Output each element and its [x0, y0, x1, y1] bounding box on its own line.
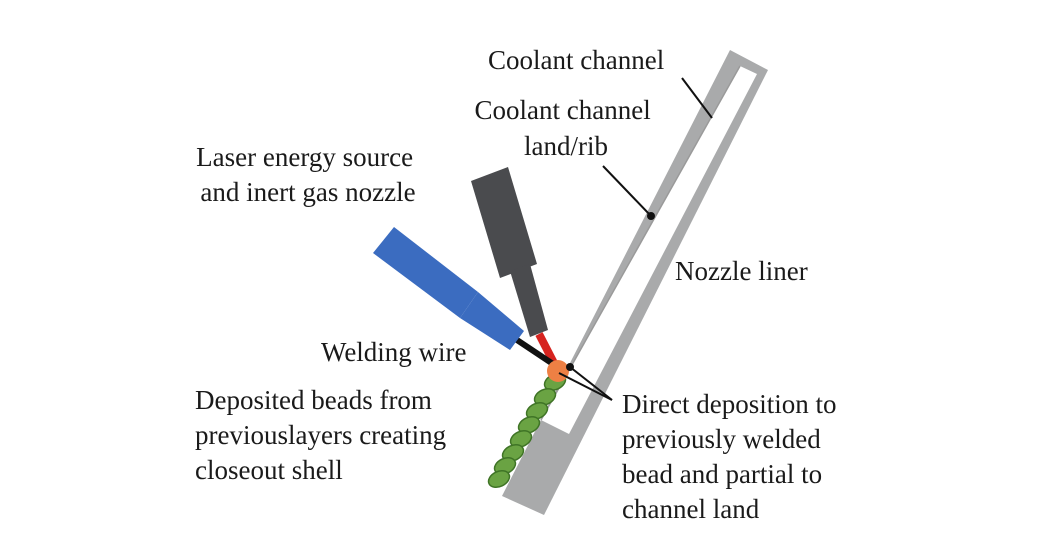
- bead-icon: [533, 388, 557, 406]
- label-nozzle-liner: Nozzle liner: [675, 256, 808, 286]
- label-welding-wire: Welding wire: [321, 337, 467, 367]
- label-deposited-beads: Deposited beads from previouslayers crea…: [195, 385, 453, 485]
- bead-icon: [487, 470, 511, 488]
- leader-channel-land: [602, 165, 652, 217]
- bead-icon: [509, 430, 533, 448]
- label-coolant-channel-land: Coolant channel land/rib: [475, 95, 658, 161]
- label-direct-deposition: Direct deposition to previously welded b…: [622, 389, 843, 524]
- label-coolant-channel: Coolant channel: [488, 45, 664, 75]
- laser-nozzle-tip: [510, 264, 548, 337]
- nozzle-liner-structure: [502, 50, 768, 515]
- coolant-channel-land-rib: [540, 65, 741, 421]
- leader-channel-land-dot: [647, 212, 655, 220]
- leader-coolant-channel: [681, 77, 713, 119]
- bead-icon: [525, 402, 549, 420]
- leader-direct-deposition-2: [569, 366, 613, 401]
- leader-direct-deposition-dot: [566, 363, 574, 371]
- wire-feeder-icon: [373, 227, 556, 367]
- coolant-channel: [541, 66, 757, 434]
- label-laser-source: Laser energy source and inert gas nozzle: [196, 142, 420, 207]
- leader-direct-deposition-1: [558, 372, 613, 401]
- bead-icon: [517, 416, 541, 434]
- melt-pool: [547, 360, 569, 382]
- wire-feeder-tip: [460, 292, 524, 350]
- welding-wire: [511, 335, 556, 367]
- leader-lines: [558, 77, 713, 401]
- wire-feeder-body: [373, 227, 478, 318]
- laser-nozzle-body: [471, 167, 537, 278]
